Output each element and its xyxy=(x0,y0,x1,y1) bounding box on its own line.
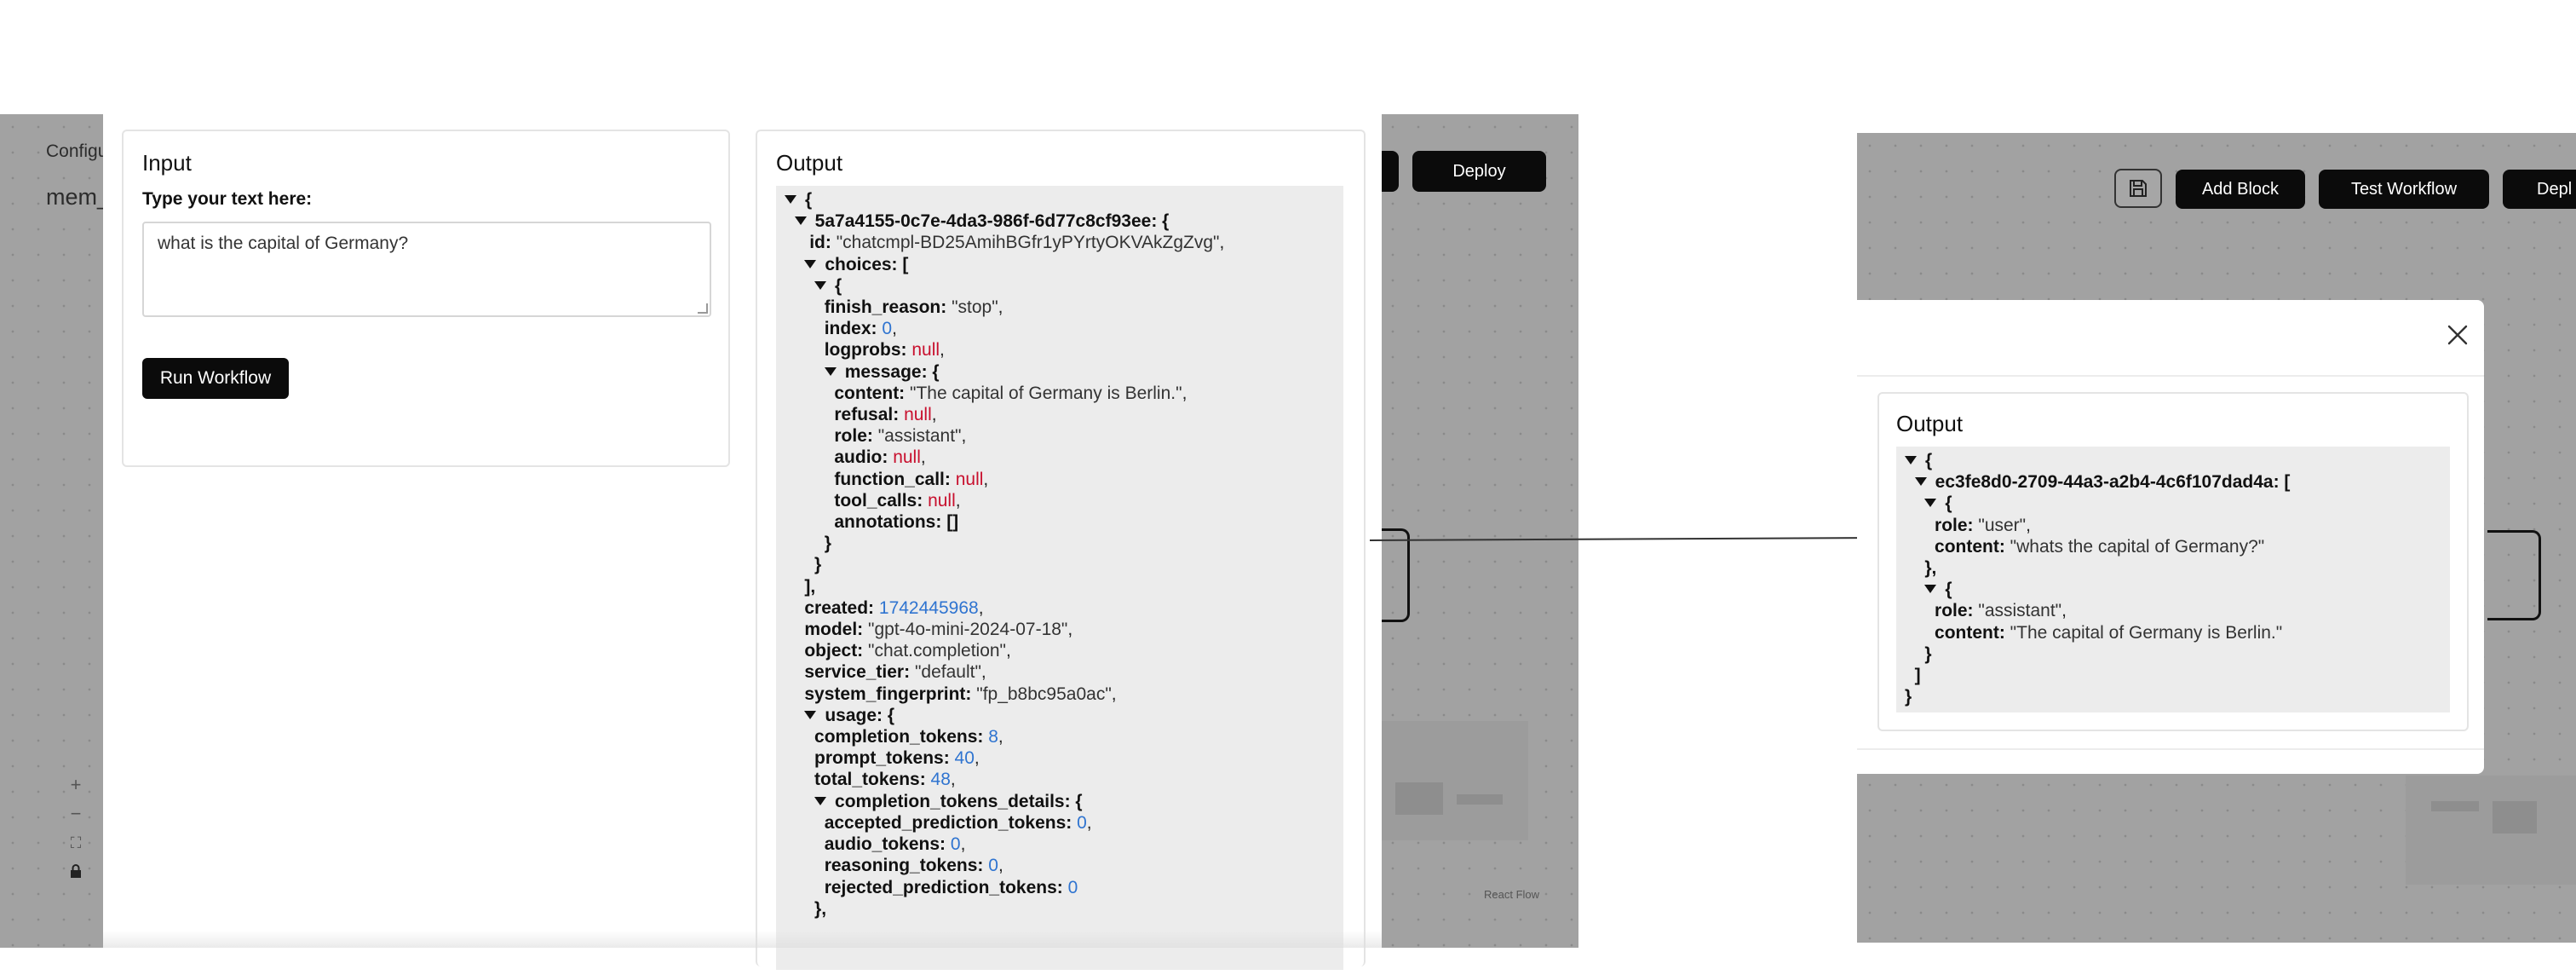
json-value: 0 xyxy=(950,834,961,855)
save-button[interactable] xyxy=(2114,169,2162,208)
fit-view-icon[interactable]: ⛶ xyxy=(70,834,82,851)
collapse-toggle-icon[interactable] xyxy=(824,366,837,376)
collapse-toggle-icon[interactable] xyxy=(1905,456,1917,464)
minimap[interactable] xyxy=(1373,721,1528,840)
input-textarea-value: what is the capital of Germany? xyxy=(158,234,409,253)
minimap-node xyxy=(2493,801,2537,834)
minimap-node xyxy=(1457,794,1503,805)
minimap-node xyxy=(1395,782,1443,815)
json-value: "The capital of Germany is Berlin." xyxy=(2010,622,2283,643)
close-icon[interactable] xyxy=(2447,324,2469,346)
json-value: null xyxy=(893,447,921,468)
json-value: "default" xyxy=(914,662,981,683)
run-workflow-button[interactable]: Run Workflow xyxy=(142,358,289,399)
add-block-button[interactable]: Add Block xyxy=(2176,170,2305,209)
test-workflow-button[interactable]: Test Workflow xyxy=(2319,170,2489,209)
collapse-toggle-icon[interactable] xyxy=(804,710,817,719)
json-value: "gpt-4o-mini-2024-07-18" xyxy=(868,620,1068,640)
modal-bottom-fade xyxy=(103,931,1382,948)
modal-divider xyxy=(1857,375,2484,377)
json-value: [] xyxy=(946,512,959,533)
json-value: 1742445968 xyxy=(878,597,979,618)
output-card-title: Output xyxy=(1896,411,1964,436)
json-value: 0 xyxy=(1077,812,1087,833)
modal-divider xyxy=(1857,748,2484,750)
run-workflow-modal: Input Type your text here: what is the c… xyxy=(103,114,1382,970)
collapse-toggle-icon[interactable] xyxy=(785,195,796,204)
collapse-toggle-icon[interactable] xyxy=(794,216,807,226)
input-card: Input Type your text here: what is the c… xyxy=(122,130,730,467)
json-value: "assistant" xyxy=(877,426,962,447)
output-modal: Output { ec3fe8d0-2709-44a3-a2b4-4c6f107… xyxy=(1857,300,2484,774)
json-value: 48 xyxy=(930,770,951,790)
input-field-label: Type your text here: xyxy=(142,189,313,209)
json-value: 0 xyxy=(1067,877,1078,897)
json-value: "The capital of Germany is Berlin." xyxy=(910,383,1182,403)
zoom-in-icon[interactable]: + xyxy=(70,774,82,795)
json-key: 5a7a4155-0c7e-4da3-986f-6d77c8cf93ee xyxy=(814,211,1152,232)
json-value: "chatcmpl-BD25AmihBGfr1yPYrtyOKVAkZgZvg" xyxy=(836,233,1220,253)
json-value: null xyxy=(904,405,932,425)
json-viewer[interactable]: { ec3fe8d0-2709-44a3-a2b4-4c6f107dad4a: … xyxy=(1896,447,2450,712)
json-value: "whats the capital of Germany?" xyxy=(2010,536,2265,557)
output-card: Output { 5a7a4155-0c7e-4da3-986f-6d77c8c… xyxy=(756,130,1366,970)
json-value: "fp_b8bc95a0ac" xyxy=(976,684,1112,704)
json-value: 0 xyxy=(882,319,893,339)
resize-handle[interactable] xyxy=(698,303,708,314)
json-root-open: { xyxy=(805,190,813,210)
json-viewer[interactable]: { 5a7a4155-0c7e-4da3-986f-6d77c8cf93ee: … xyxy=(776,186,1343,970)
input-textarea[interactable]: what is the capital of Germany? xyxy=(142,222,711,317)
zoom-out-icon[interactable]: − xyxy=(70,803,82,824)
json-value: "stop" xyxy=(952,297,998,318)
input-card-title: Input xyxy=(142,150,192,176)
json-value: "assistant" xyxy=(1978,601,2062,621)
json-value: 8 xyxy=(988,727,998,747)
json-value: null xyxy=(928,490,956,511)
output-card: Output { ec3fe8d0-2709-44a3-a2b4-4c6f107… xyxy=(1877,392,2469,731)
collapse-toggle-icon[interactable] xyxy=(1924,585,1937,594)
collapse-toggle-icon[interactable] xyxy=(814,280,827,290)
json-value: null xyxy=(911,340,940,361)
json-key: ec3fe8d0-2709-44a3-a2b4-4c6f107dad4a xyxy=(1935,472,2274,493)
deploy-button[interactable]: Deploy xyxy=(1412,151,1546,192)
workflow-node-edge[interactable] xyxy=(1354,528,1410,622)
workflow-name: mem_ xyxy=(46,184,111,210)
lock-icon[interactable] xyxy=(61,859,90,885)
json-value: "chat.completion" xyxy=(868,641,1007,661)
json-value: 40 xyxy=(954,748,975,769)
json-value: "user" xyxy=(1978,515,2027,535)
minimap[interactable] xyxy=(2406,776,2576,885)
workflow-node-edge[interactable] xyxy=(2487,530,2541,620)
config-label: Configu xyxy=(46,141,108,161)
collapse-toggle-icon[interactable] xyxy=(1914,477,1927,487)
react-flow-attribution[interactable]: React Flow xyxy=(1484,888,1540,901)
output-card-title: Output xyxy=(776,150,843,176)
deploy-button[interactable]: Depl xyxy=(2503,170,2576,209)
collapse-toggle-icon[interactable] xyxy=(1924,499,1937,508)
collapse-toggle-icon[interactable] xyxy=(814,796,827,805)
minimap-node xyxy=(2431,801,2479,811)
collapse-toggle-icon[interactable] xyxy=(804,259,817,268)
json-value: null xyxy=(955,469,984,489)
json-value: 0 xyxy=(988,856,998,876)
save-icon xyxy=(2130,180,2147,197)
